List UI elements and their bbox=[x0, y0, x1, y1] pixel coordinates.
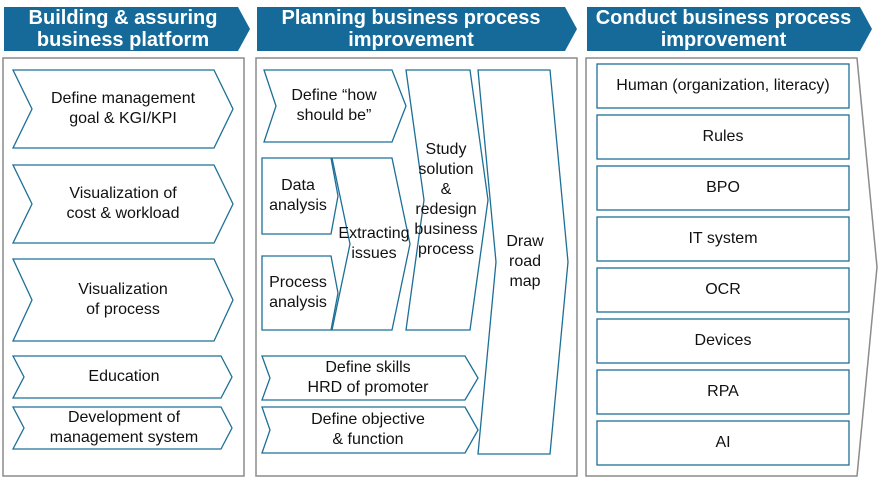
chevron-extracting bbox=[331, 157, 411, 331]
chevron-education bbox=[11, 355, 233, 399]
chevron-define-goal bbox=[11, 69, 234, 149]
chevron-development bbox=[11, 406, 233, 450]
chevron-study bbox=[405, 69, 489, 331]
box-ai bbox=[596, 420, 850, 466]
box-human bbox=[596, 63, 850, 109]
label-devices: Devices bbox=[694, 332, 752, 349]
chevron-skills bbox=[261, 355, 479, 401]
box-ocr bbox=[596, 267, 850, 313]
label-define-how: Define “how should be” bbox=[291, 87, 377, 124]
header-banner-planning bbox=[257, 7, 577, 51]
chevron-visualization-process bbox=[11, 258, 234, 342]
chevron-objective bbox=[261, 406, 479, 454]
label-visualization-process: Visualization of process bbox=[78, 281, 168, 318]
label-roadmap: Draw road map bbox=[506, 233, 544, 290]
label-human: Human (organization, literacy) bbox=[616, 77, 830, 94]
label-extracting: Extracting issues bbox=[338, 225, 410, 262]
label-objective: Define objective & function bbox=[311, 411, 425, 448]
label-visualization-cost: Visualization of cost & workload bbox=[66, 185, 180, 222]
label-process-analysis: Process analysis bbox=[269, 274, 327, 311]
box-rules bbox=[596, 114, 850, 160]
chevron-roadmap bbox=[477, 69, 569, 455]
column-title-conduct: Conduct business process improvement bbox=[595, 7, 852, 51]
label-it-system: IT system bbox=[688, 230, 758, 247]
label-define-goal: Define management goal & KGI/KPI bbox=[50, 90, 196, 127]
header-banner-conduct bbox=[587, 7, 872, 51]
chevron-visualization-cost bbox=[11, 164, 234, 244]
box-rpa bbox=[596, 369, 850, 415]
column-title-platform: Building & assuring business platform bbox=[28, 7, 218, 51]
label-bpo: BPO bbox=[706, 179, 740, 196]
label-development: Development of management system bbox=[49, 409, 199, 446]
label-study: Study solution & redesign business proce… bbox=[414, 141, 478, 258]
chevron-data-analysis bbox=[261, 157, 339, 235]
box-it-system bbox=[596, 216, 850, 262]
label-rpa: RPA bbox=[707, 383, 739, 400]
label-education: Education bbox=[88, 368, 160, 385]
chevron-process-analysis bbox=[261, 255, 339, 331]
label-ocr: OCR bbox=[705, 281, 741, 298]
box-devices bbox=[596, 318, 850, 364]
label-data-analysis: Data analysis bbox=[269, 177, 327, 214]
label-rules: Rules bbox=[702, 128, 744, 145]
box-bpo bbox=[596, 165, 850, 211]
header-banner-platform bbox=[4, 7, 250, 51]
chevron-define-how bbox=[263, 69, 407, 143]
label-skills: Define skills HRD of promoter bbox=[307, 359, 429, 396]
label-ai: AI bbox=[715, 434, 731, 451]
column-title-planning: Planning business process improvement bbox=[281, 7, 541, 51]
